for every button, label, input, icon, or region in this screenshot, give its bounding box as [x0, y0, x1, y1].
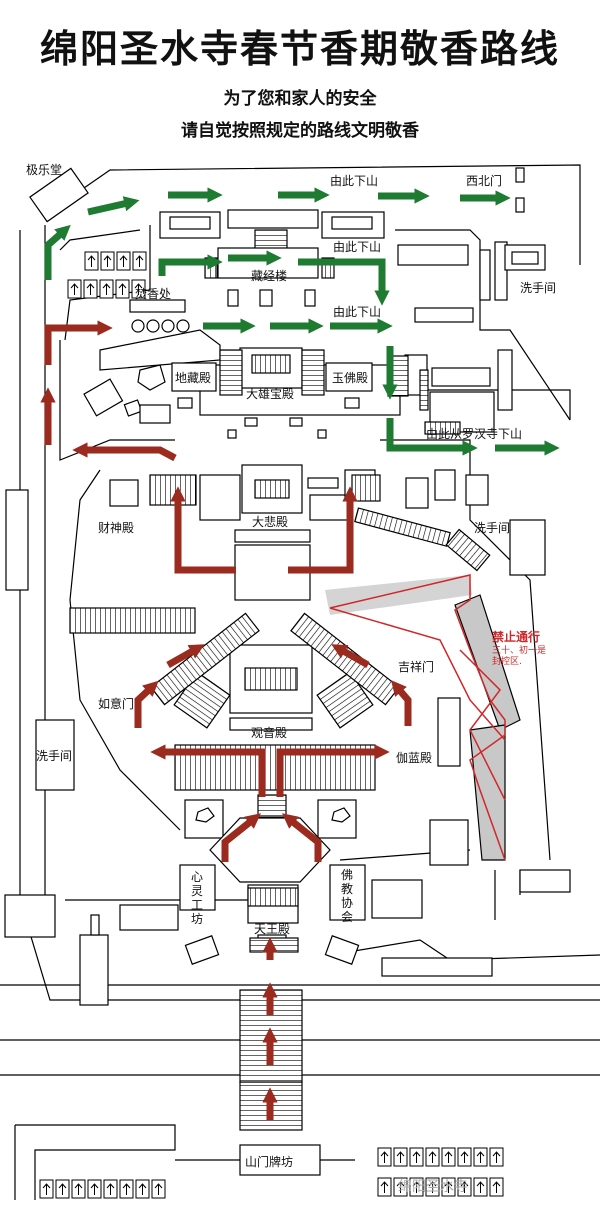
parking-arrow-icon	[138, 1183, 147, 1195]
parking-arrow-icon	[134, 283, 143, 295]
parking-arrow-icon	[74, 1183, 83, 1195]
parking-arrow-icon	[86, 283, 95, 295]
parking-arrow-icon	[460, 1181, 469, 1193]
restricted-path	[325, 575, 521, 861]
restricted-lines	[329, 574, 506, 861]
label-dizang-dian: 地藏殿	[175, 371, 212, 385]
label-xishoujian-e: 洗手间	[474, 521, 511, 535]
label-cangjing-lou: 藏经楼	[251, 269, 288, 283]
subtitle-line-1: 为了您和家人的安全	[223, 89, 377, 109]
watermark: 绵阳圣水寺	[398, 1179, 468, 1195]
label-xishoujian-ne: 洗手间	[520, 281, 557, 295]
label-daxiong-baodian: 大雄宝殿	[246, 387, 295, 401]
label-xibei-men: 西北门	[466, 174, 503, 188]
parking-arrow-icon	[428, 1151, 437, 1163]
parking-arrow-icon	[380, 1181, 389, 1193]
parking-arrow-icon	[444, 1181, 453, 1193]
label-tianwang-dian: 天王殿	[254, 922, 291, 936]
parking-arrow-icon	[42, 1183, 51, 1195]
label-yufo-dian: 玉佛殿	[332, 371, 369, 385]
red-route	[40, 320, 412, 1120]
parking-arrow-icon	[460, 1151, 469, 1163]
label-guanyin-dian: 观音殿	[251, 726, 288, 740]
label-shanmen-paifang: 山门牌坊	[245, 1155, 294, 1169]
label-exit-luohan: 由此从罗汉寺下山	[426, 427, 523, 441]
label-fenxiang-chu: 焚香处	[135, 287, 172, 301]
parking-arrow-icon	[428, 1181, 437, 1193]
parking-arrow-icon	[90, 1183, 99, 1195]
label-jixiang-men: 吉祥门	[398, 660, 435, 674]
parking-arrow-icon	[87, 255, 96, 267]
map-title: 绵阳圣水寺春节香期敬香路线	[39, 27, 560, 71]
parking-arrow-icon	[396, 1181, 405, 1193]
parking-arrow-icon	[102, 283, 111, 295]
subtitle-line-2: 请自觉按照规定的路线文明敬香	[181, 121, 419, 141]
parking-arrow-icon	[135, 255, 144, 267]
parking-icon	[39, 251, 504, 1199]
parking-arrow-icon	[444, 1151, 453, 1163]
label-fojiao-xiehui: 佛教协会	[340, 868, 353, 924]
label-exit-1: 由此下山	[330, 174, 379, 188]
parking-arrow-icon	[476, 1151, 485, 1163]
restricted-note: 三十、初一是封控区.	[492, 646, 547, 667]
label-jile-tang: 极乐堂	[26, 163, 63, 177]
parking-arrow-icon	[106, 1183, 115, 1195]
parking-arrow-icon	[396, 1151, 405, 1163]
label-dabei-dian: 大悲殿	[252, 515, 289, 529]
label-xinling-gongfang: 心灵工坊	[190, 870, 203, 926]
parking-arrow-icon	[119, 255, 128, 267]
label-qielan-dian: 伽蓝殿	[396, 751, 433, 765]
restricted-title: 禁止通行	[492, 630, 541, 644]
parking-arrow-icon	[380, 1151, 389, 1163]
parking-arrow-icon	[154, 1183, 163, 1195]
parking-arrow-icon	[58, 1183, 67, 1195]
parking-arrow-icon	[118, 283, 127, 295]
label-exit-2: 由此下山	[333, 240, 382, 254]
green-route	[44, 187, 560, 456]
label-exit-3: 由此下山	[333, 305, 382, 319]
label-xishoujian-w: 洗手间	[36, 749, 73, 763]
parking-arrow-icon	[122, 1183, 131, 1195]
parking-arrow-icon	[412, 1151, 421, 1163]
parking-arrow-icon	[492, 1181, 501, 1193]
label-ruyi-men: 如意门	[98, 697, 135, 711]
parking-arrow-icon	[492, 1151, 501, 1163]
stairways	[150, 507, 491, 706]
parking-arrow-icon	[103, 255, 112, 267]
parking-arrow-icon	[476, 1181, 485, 1193]
label-caishen-dian: 财神殿	[98, 521, 135, 535]
parking-arrow-icon	[412, 1181, 421, 1193]
parking-arrow-icon	[70, 283, 79, 295]
